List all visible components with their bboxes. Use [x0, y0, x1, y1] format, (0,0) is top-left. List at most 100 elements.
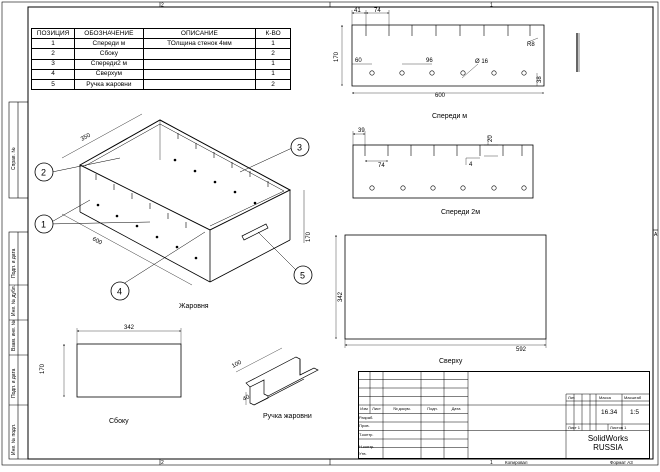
- spec-head-description: ОПИСАНИЕ: [142, 27, 257, 40]
- front-m-view: [341, 10, 580, 94]
- top-dim-342: 342: [338, 291, 344, 302]
- copied-label: Копировал: [505, 460, 528, 465]
- tb-sheet: Лист 1: [568, 425, 581, 430]
- tb-head-mass: Масса: [599, 395, 611, 400]
- fm-dim-d16: Ø 16: [475, 59, 489, 65]
- spec-cell: [142, 78, 257, 91]
- fm-dim-96: 96: [426, 58, 433, 64]
- f2-dim-39: 39: [358, 128, 365, 134]
- front2-view: [352, 131, 534, 199]
- top-label: Сверху: [439, 358, 463, 365]
- tb-role-nkontr: Н.контр.: [359, 444, 375, 449]
- balloon-3: 3: [297, 143, 302, 153]
- title-block-lines: [358, 371, 650, 459]
- front-m-label: Спереди м: [432, 113, 467, 120]
- tb-head-scale: Масштаб: [624, 395, 642, 400]
- tb-role-tkontr: Т.контр.: [359, 431, 374, 437]
- spec-cell: 2: [30, 48, 76, 60]
- table-row: 4 Сверхум 1: [30, 68, 291, 80]
- spec-cell: 1: [255, 38, 291, 50]
- f2-dim-4: 4: [469, 162, 473, 168]
- balloon-4: 4: [117, 287, 122, 297]
- balloon-5: 5: [300, 271, 305, 281]
- handle-dim-100: 100: [231, 359, 243, 369]
- spec-cell: 3: [30, 58, 76, 70]
- tb-col-sign: Подп.: [427, 406, 438, 411]
- tb-scale: 1:5: [630, 409, 640, 416]
- tb-company-1: SolidWorks: [587, 434, 629, 443]
- spec-cell: 2: [255, 48, 291, 60]
- fm-dim-38: 38: [537, 76, 543, 83]
- spec-cell: 5: [30, 78, 76, 91]
- spec-cell: Спереди2 м: [74, 58, 144, 70]
- top-view: [335, 234, 547, 348]
- zone-side-a: A: [654, 232, 658, 238]
- strip-spravka: Справ. №: [11, 147, 17, 170]
- handle-label: Ручка жаровни: [263, 413, 312, 420]
- spec-head-qty: К-ВО: [255, 27, 291, 40]
- tb-col-date: Дата: [451, 406, 461, 411]
- spec-cell: [142, 68, 257, 80]
- f2-dim-74: 74: [378, 163, 385, 169]
- zone-bottom-1: 1: [490, 460, 493, 466]
- spec-table: ПОЗИЦИЯ ОБОЗНАЧЕНИЕ ОПИСАНИЕ К-ВО 1 Спер…: [30, 27, 291, 91]
- tb-role-prov: Пров.: [359, 423, 370, 428]
- zone-top-2: 2: [161, 3, 164, 9]
- strip-sign-date-2: Подп. и дата: [11, 368, 17, 398]
- fm-dim-170: 170: [334, 51, 340, 62]
- table-row: 5 Ручка жаровни 2: [30, 78, 291, 91]
- iso-dim-height: 170: [306, 231, 312, 242]
- tb-sheets: Листов 1: [610, 425, 627, 430]
- zone-bottom-2: 2: [161, 460, 164, 466]
- table-row: 3 Спереди2 м 1: [30, 58, 291, 70]
- spec-cell: Сверхум: [74, 68, 144, 80]
- spec-cell: ТОлщина стенок 4мм: [142, 38, 257, 50]
- handle-view: [235, 347, 319, 406]
- fm-dim-60: 60: [355, 58, 362, 64]
- tb-company-2: RUSSIA: [593, 443, 623, 452]
- iso-dim-length: 600: [91, 236, 103, 246]
- strip-inv-podl: Инв. № подл.: [11, 423, 17, 455]
- tb-mass: 16.34: [601, 409, 618, 416]
- balloon-2: 2: [41, 168, 46, 178]
- fm-dim-600: 600: [435, 93, 446, 99]
- side-label: Сбоку: [109, 417, 129, 425]
- fm-dim-74: 74: [374, 8, 381, 14]
- iso-dim-width: 350: [80, 132, 92, 142]
- table-row: 1 Спереди м ТОлщина стенок 4мм 1: [30, 38, 291, 50]
- top-dim-592: 592: [516, 347, 527, 353]
- spec-header-row: ПОЗИЦИЯ ОБОЗНАЧЕНИЕ ОПИСАНИЕ К-ВО: [30, 27, 291, 40]
- balloon-1: 1: [41, 220, 46, 230]
- tb-role-utv: Утв.: [359, 451, 367, 456]
- table-row: 2 Сбоку 2: [30, 48, 291, 60]
- fm-dim-41: 41: [354, 8, 361, 14]
- spec-cell: Ручка жаровни: [74, 78, 144, 91]
- spec-cell: [142, 48, 257, 60]
- spec-cell: Сбоку: [74, 48, 144, 60]
- zone-top-1: 1: [490, 3, 493, 9]
- spec-cell: 1: [30, 38, 76, 50]
- tb-col-doc: № докум.: [393, 406, 411, 411]
- spec-cell: 1: [255, 58, 291, 70]
- strip-vzam-inv: Взам. инв. №: [11, 320, 17, 351]
- iso-view: [34, 113, 313, 301]
- tb-head-lit: Лит.: [568, 395, 576, 400]
- side-dim-170: 170: [40, 363, 46, 374]
- iso-label: Жаровня: [179, 303, 209, 310]
- side-view: [63, 328, 182, 398]
- title-block: Изм Лист № докум. Подп. Дата Разраб. Про…: [358, 371, 650, 459]
- strip-sign-date-1: Подп. и дата: [11, 248, 17, 278]
- spec-cell: 2: [255, 78, 291, 91]
- format-label: Формат А3: [610, 460, 633, 465]
- spec-head-pos: ПОЗИЦИЯ: [30, 27, 76, 40]
- spec-cell: Спереди м: [74, 38, 144, 50]
- handle-dim-40: 40: [242, 394, 251, 403]
- spec-cell: 1: [255, 68, 291, 80]
- side-dim-342: 342: [124, 325, 135, 331]
- front2-label: Спереди 2м: [441, 209, 480, 216]
- spec-cell: 4: [30, 68, 76, 80]
- f2-dim-20: 20: [488, 135, 494, 142]
- spec-head-designation: ОБОЗНАЧЕНИЕ: [74, 27, 144, 40]
